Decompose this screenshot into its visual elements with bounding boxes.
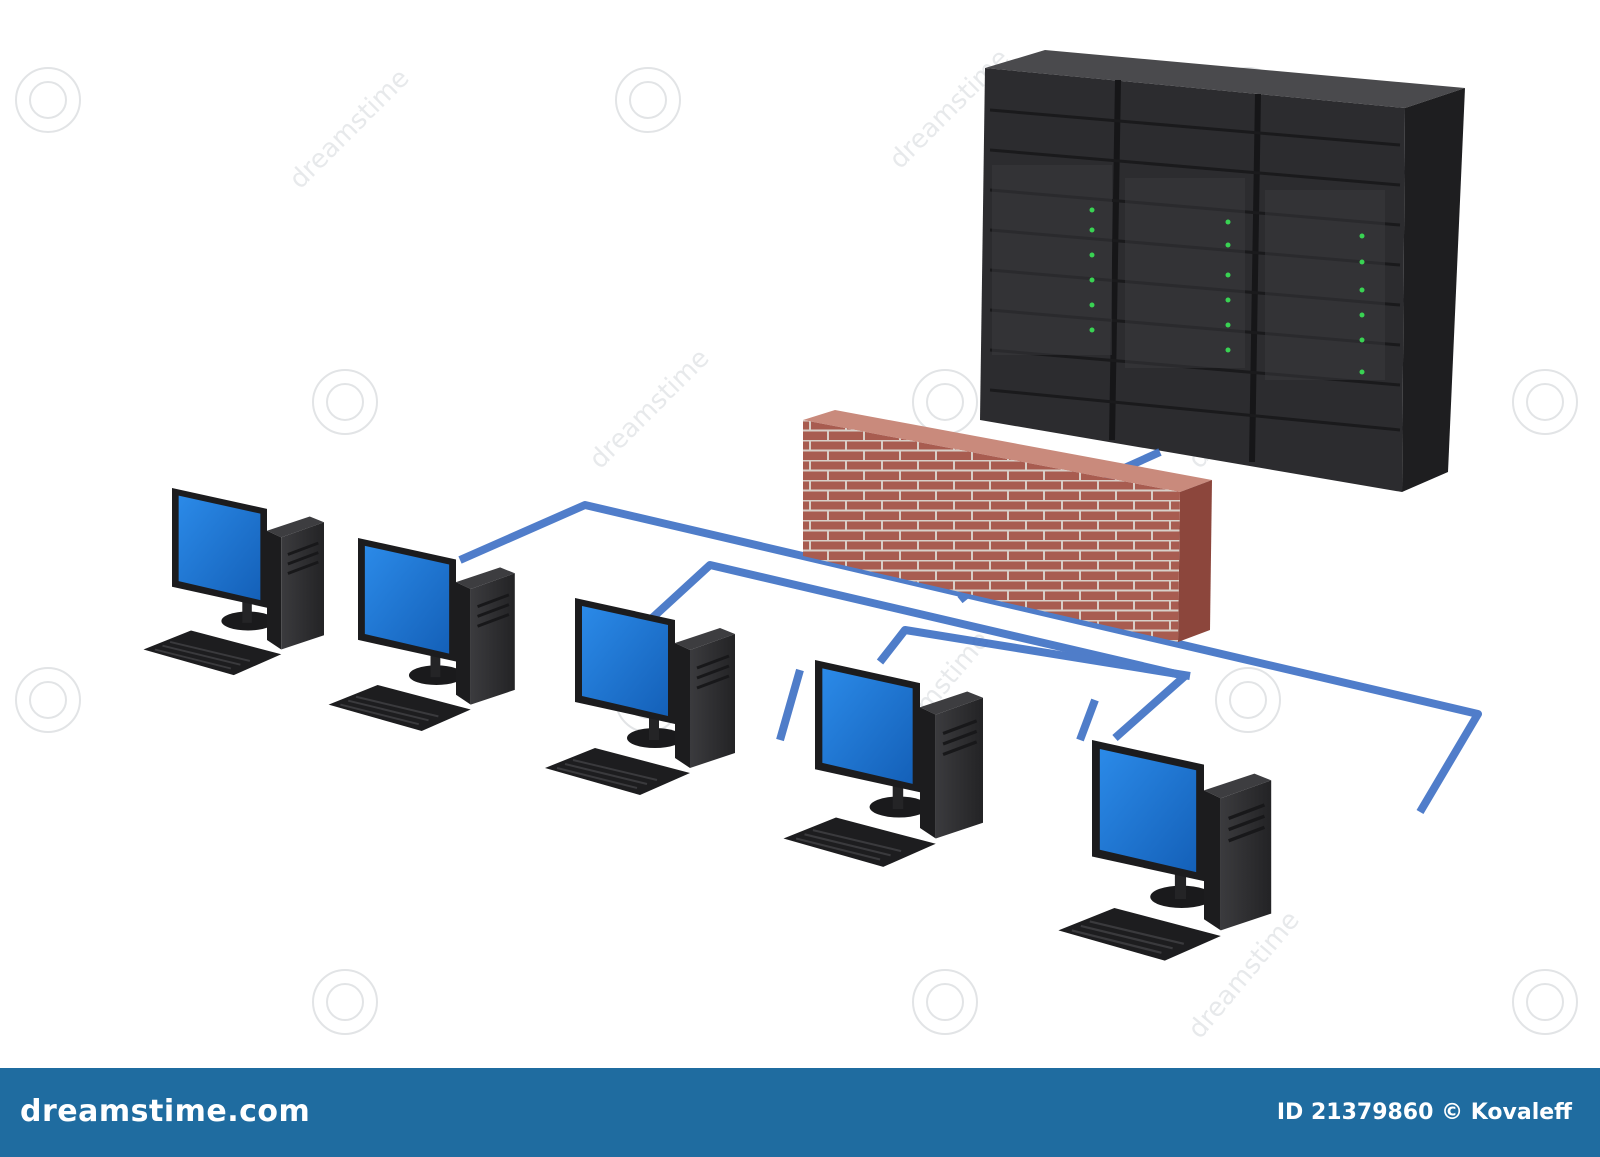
watermark-icon — [15, 67, 1578, 1035]
brand-logo-text: dreamstime.com — [20, 1094, 311, 1129]
footer-bar: dreamstime.com ID 21379860 © Kovaleff — [0, 1068, 1600, 1157]
firewall-icon — [803, 410, 1212, 642]
network-illustration: dreamstime dreamstime dreamstime dreamst… — [15, 43, 1578, 1045]
network-scene: dreamstime dreamstime dreamstime dreamst… — [15, 43, 1578, 1045]
watermark-text-4: dreamstime — [584, 343, 716, 475]
watermark-text-6: dreamstime — [1182, 906, 1305, 1045]
watermark-text-1: dreamstime — [284, 63, 416, 195]
server-rack-icon — [980, 50, 1465, 492]
stock-id-label: ID 21379860 © Kovaleff — [1276, 1100, 1572, 1125]
